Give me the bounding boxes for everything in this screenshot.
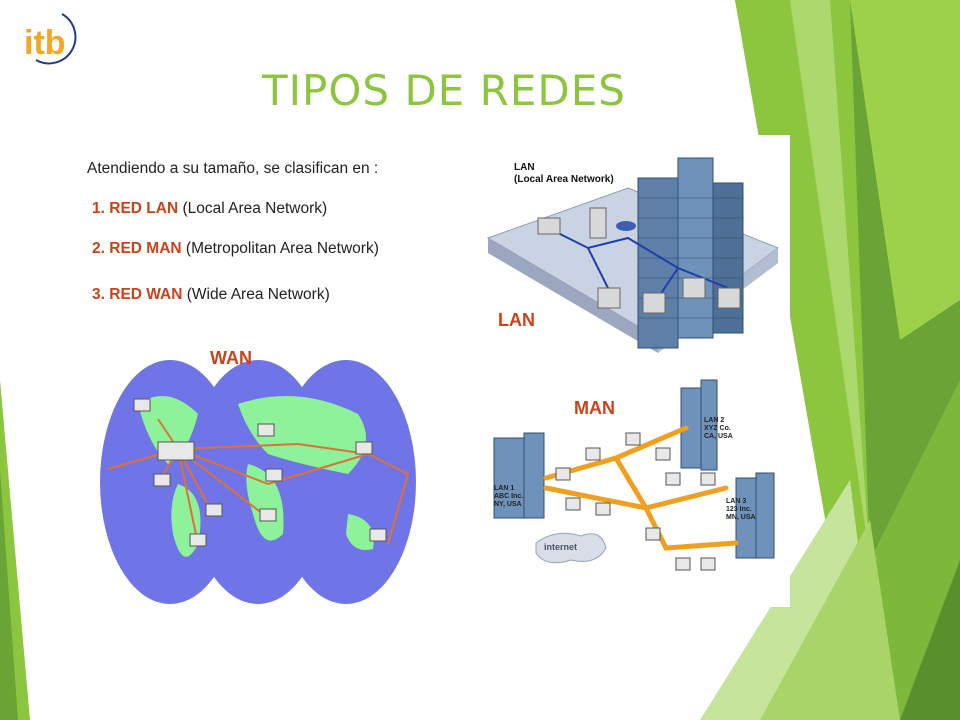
svg-text:MN, USA: MN, USA: [726, 514, 756, 521]
svg-text:ABC Inc.: ABC Inc.: [494, 493, 523, 500]
list-item: 3. RED WAN (Wide Area Network): [92, 286, 330, 303]
svg-text:123 Inc.: 123 Inc.: [726, 506, 752, 513]
svg-text:MAN: MAN: [574, 398, 615, 418]
svg-text:WAN: WAN: [210, 348, 252, 368]
svg-text:(Local Area Network): (Local Area Network): [514, 174, 614, 185]
intro-text: Atendiendo a su tamaño, se clasifican en…: [87, 160, 379, 177]
man-diagram: MAN internet LAN 1 ABC Inc. NY, USA LAN …: [493, 379, 775, 571]
svg-text:XYZ Co.: XYZ Co.: [704, 425, 731, 432]
svg-text:LAN 1: LAN 1: [494, 485, 514, 492]
svg-text:internet: internet: [544, 542, 577, 552]
itb-logo: itb: [24, 13, 77, 65]
list-item: 2. RED MAN (Metropolitan Area Network): [92, 240, 379, 257]
svg-text:LAN 2: LAN 2: [704, 417, 724, 424]
list-item: 1. RED LAN (Local Area Network): [92, 200, 328, 217]
svg-text:LAN 3: LAN 3: [726, 498, 746, 505]
svg-text:itb: itb: [24, 24, 66, 62]
svg-text:NY, USA: NY, USA: [494, 501, 522, 508]
svg-text:LAN: LAN: [514, 162, 535, 173]
lan-diagram: LAN (Local Area Network) LAN: [486, 157, 780, 353]
network-types-list: 1. RED LAN (Local Area Network) 2. RED M…: [92, 198, 379, 306]
slide-title: TIPOS DE REDES: [262, 66, 626, 115]
svg-text:LAN: LAN: [498, 310, 535, 330]
wan-diagram: WAN: [100, 348, 416, 604]
svg-text:CA, USA: CA, USA: [704, 433, 733, 440]
